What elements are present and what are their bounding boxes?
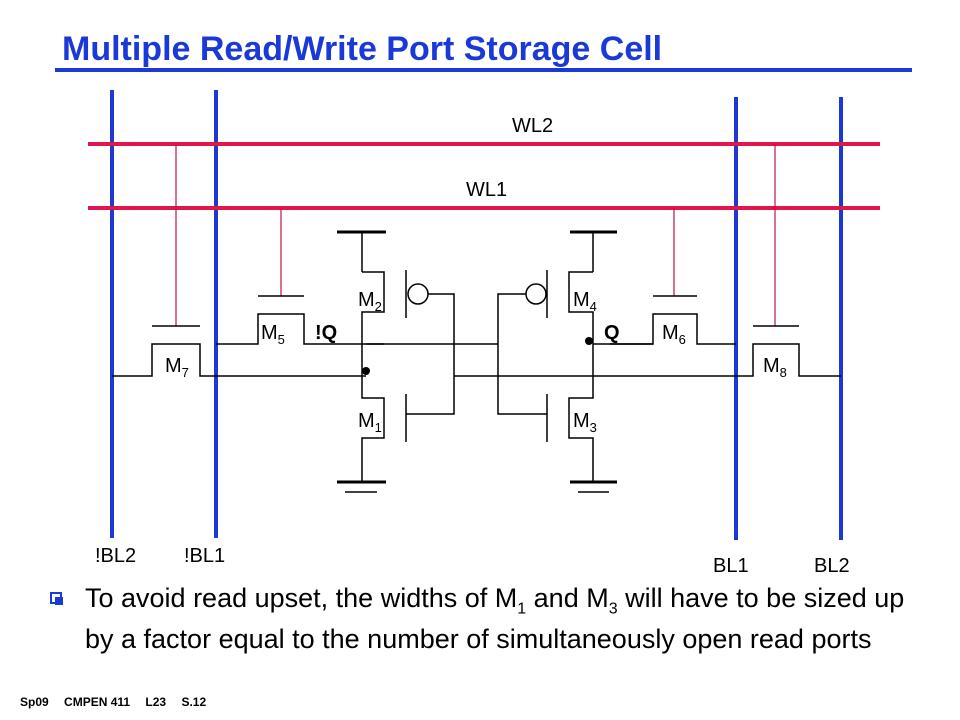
footer-slide-number: S.12 — [181, 695, 207, 709]
slide-title: Multiple Read/Write Port Storage Cell — [62, 30, 663, 68]
label-m3: M3 — [573, 410, 597, 435]
nbl1-label: !BL1 — [184, 545, 225, 567]
bl2-label: BL2 — [814, 555, 850, 577]
nbl2-label: !BL2 — [95, 545, 136, 567]
title-underline — [55, 68, 912, 72]
label-m8: M8 — [763, 355, 787, 380]
wl1-label: WL1 — [466, 179, 507, 201]
label-m1: M1 — [358, 410, 382, 435]
slide-footer: Sp09 CMPEN 411 L23 S.12 — [20, 695, 218, 709]
footer-lecture: L23 — [145, 695, 167, 709]
junction-dot-right — [585, 337, 593, 345]
wl2-label: WL2 — [512, 115, 553, 137]
footer-term: Sp09 — [20, 695, 49, 709]
label-m5: M5 — [261, 322, 285, 347]
bl1-label: BL1 — [713, 555, 749, 577]
label-m2: M2 — [358, 289, 382, 314]
node-q-label: Q — [604, 322, 620, 344]
node-qbar-label: !Q — [315, 322, 337, 344]
bullet-text: To avoid read upset, the widths of M1 an… — [85, 583, 905, 655]
label-m7: M7 — [165, 355, 189, 380]
junction-dot-left — [362, 367, 370, 375]
label-m6: M6 — [662, 322, 686, 347]
label-m4: M4 — [573, 289, 597, 314]
footer-course: CMPEN 411 — [64, 695, 131, 709]
square-bullet-icon — [50, 592, 63, 605]
